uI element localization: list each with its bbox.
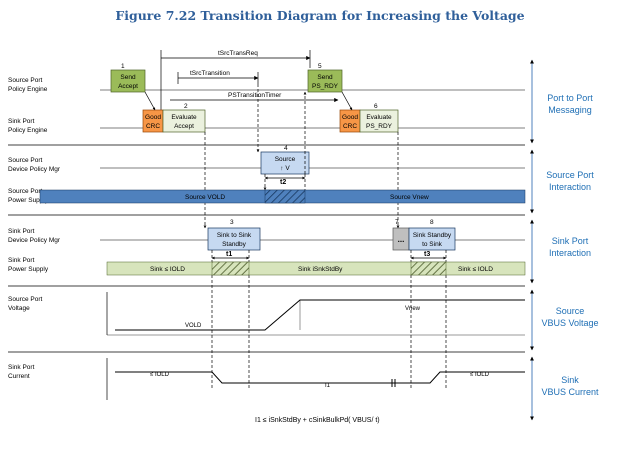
sink-power-supply-bar: Sink ≤ IOLD Sink iSnkStdBy Sink ≤ IOLD <box>106 261 526 276</box>
current-limit-formula: I1 ≤ iSnkStdBy + cSinkBulkPd( VBUS/ t) <box>255 417 380 424</box>
bar-label-sink-le-iold-right: Sink ≤ IOLD <box>458 266 493 273</box>
source-power-supply-bar: Source VOLD Source Vnew <box>39 189 526 204</box>
source-raise-voltage-box: Source↑ V <box>260 151 310 175</box>
waveform-label-iold-right: ≤ IOLD <box>470 372 490 378</box>
waveform-label-iold-left: ≤ IOLD <box>150 372 170 378</box>
step-number: 6 <box>374 103 378 110</box>
step-number: 1 <box>121 63 125 70</box>
bar-label-sink-standby: Sink iSnkStdBy <box>298 266 343 273</box>
timer-tSrcTransReq: tSrcTransReq <box>218 50 258 57</box>
step-number: 2 <box>184 103 188 110</box>
waveform-label-vold: VOLD <box>185 323 202 329</box>
step-number: 5 <box>318 63 322 70</box>
bar-label-source-vold: Source VOLD <box>185 194 225 201</box>
timer-t2: t2 <box>280 179 286 186</box>
svg-text:Source↑ V: Source↑ V <box>275 156 296 172</box>
timer-PSTransitionTimer: PSTransitionTimer <box>228 92 282 99</box>
step-number: 8 <box>430 219 434 226</box>
step-number: 4 <box>284 145 288 152</box>
svg-text:...: ... <box>398 235 405 244</box>
timer-t3: t3 <box>424 251 430 258</box>
timer-t1: t1 <box>226 251 232 258</box>
waveform-label-vnew: Vnew <box>405 306 421 312</box>
bar-label-sink-le-iold: Sink ≤ IOLD <box>150 266 185 273</box>
waveform-label-i1: I1 <box>325 383 331 389</box>
ellipsis-box: ... <box>392 227 410 251</box>
bar-label-source-vnew: Source Vnew <box>390 194 429 201</box>
step-number: 7 <box>395 219 399 226</box>
timer-tSrcTransition: tSrcTransition <box>190 70 230 77</box>
figure-title: Figure 7.22 Transition Diagram for Incre… <box>115 8 525 23</box>
step-number: 3 <box>230 219 234 226</box>
